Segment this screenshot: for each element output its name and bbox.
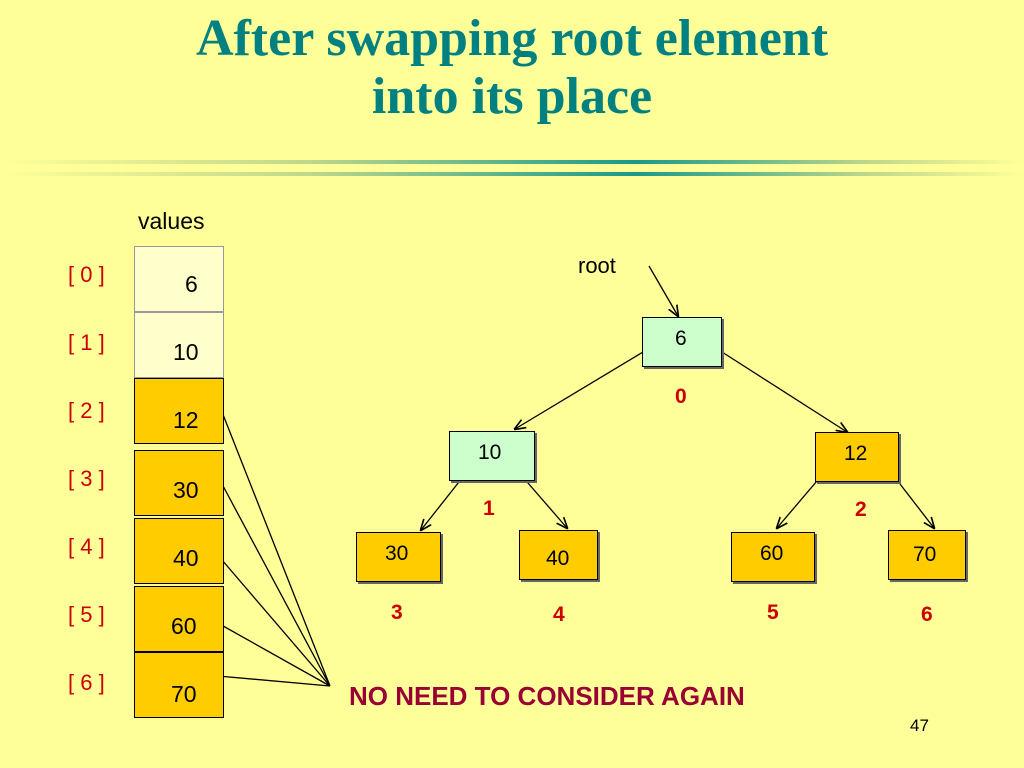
edge-2-6 bbox=[899, 483, 934, 528]
tree-node-index-5: 5 bbox=[767, 601, 779, 624]
root-label: root bbox=[578, 253, 616, 278]
title-rule-top bbox=[0, 160, 1024, 164]
array-index-4: [ 4 ] bbox=[68, 534, 105, 559]
edge-0-1 bbox=[515, 351, 644, 429]
note-pointer-30 bbox=[221, 483, 331, 687]
edge-0-2 bbox=[721, 351, 847, 432]
tree-node-6: 70 bbox=[888, 530, 966, 580]
tree-node-0: 6 bbox=[642, 317, 722, 367]
note-pointer-70 bbox=[217, 675, 331, 687]
array-value-0: 6 bbox=[185, 271, 198, 297]
tree-node-index-4: 4 bbox=[553, 603, 565, 626]
array-index-1: [ 1 ] bbox=[68, 330, 105, 355]
array-cell-6: 70 bbox=[134, 652, 224, 718]
tree-node-value-0: 6 bbox=[675, 327, 687, 350]
tree-node-value-2: 12 bbox=[844, 442, 868, 465]
slide-title: After swapping root element into its pla… bbox=[0, 10, 1024, 126]
tree-node-index-2: 2 bbox=[855, 498, 867, 521]
array-index-2: [ 2 ] bbox=[68, 398, 105, 423]
tree-node-3: 30 bbox=[356, 532, 441, 582]
note-pointer-60 bbox=[215, 621, 331, 687]
array-cell-3: 30 bbox=[134, 450, 224, 516]
tree-node-value-6: 70 bbox=[913, 543, 937, 566]
array-index-3: [ 3 ] bbox=[68, 466, 105, 491]
title-line-1: After swapping root element bbox=[195, 10, 829, 67]
tree-node-value-3: 30 bbox=[385, 542, 409, 565]
tree-node-index-1: 1 bbox=[483, 497, 495, 520]
note-pointer-40 bbox=[221, 559, 331, 687]
array-value-1: 10 bbox=[173, 339, 199, 365]
tree-node-4: 40 bbox=[519, 530, 598, 580]
array-cell-5: 60 bbox=[134, 586, 224, 652]
page-number: 47 bbox=[910, 716, 929, 735]
array-value-4: 40 bbox=[173, 545, 199, 571]
array-index-5: [ 5 ] bbox=[68, 602, 105, 627]
array-cell-0: 6 bbox=[134, 246, 224, 312]
tree-node-1: 10 bbox=[449, 431, 535, 481]
array-cell-1: 10 bbox=[134, 312, 224, 378]
values-label: values bbox=[138, 208, 205, 234]
title-line-2: into its place bbox=[371, 68, 653, 126]
tree-node-value-1: 10 bbox=[478, 441, 502, 464]
tree-node-value-4: 40 bbox=[546, 547, 570, 570]
tree-node-2: 12 bbox=[815, 432, 899, 482]
tree-node-index-0: 0 bbox=[675, 385, 687, 408]
array-index-0: [ 0 ] bbox=[68, 262, 105, 287]
tree-node-index-3: 3 bbox=[391, 601, 403, 624]
tree-node-index-6: 6 bbox=[921, 603, 933, 626]
note-pointer-12 bbox=[221, 411, 331, 687]
root-pointer-arrow bbox=[648, 265, 678, 316]
array-index-6: [ 6 ] bbox=[68, 670, 105, 695]
no-need-note: NO NEED TO CONSIDER AGAIN bbox=[349, 681, 745, 711]
array-value-3: 30 bbox=[173, 477, 199, 503]
tree-node-value-5: 60 bbox=[760, 542, 784, 565]
array-value-5: 60 bbox=[171, 613, 197, 639]
array-value-2: 12 bbox=[173, 407, 199, 433]
array-cell-2: 12 bbox=[134, 378, 224, 444]
array-value-6: 70 bbox=[171, 681, 197, 707]
array-cell-4: 40 bbox=[134, 518, 224, 584]
title-rule-bottom bbox=[0, 172, 1024, 176]
tree-node-5: 60 bbox=[731, 532, 815, 582]
